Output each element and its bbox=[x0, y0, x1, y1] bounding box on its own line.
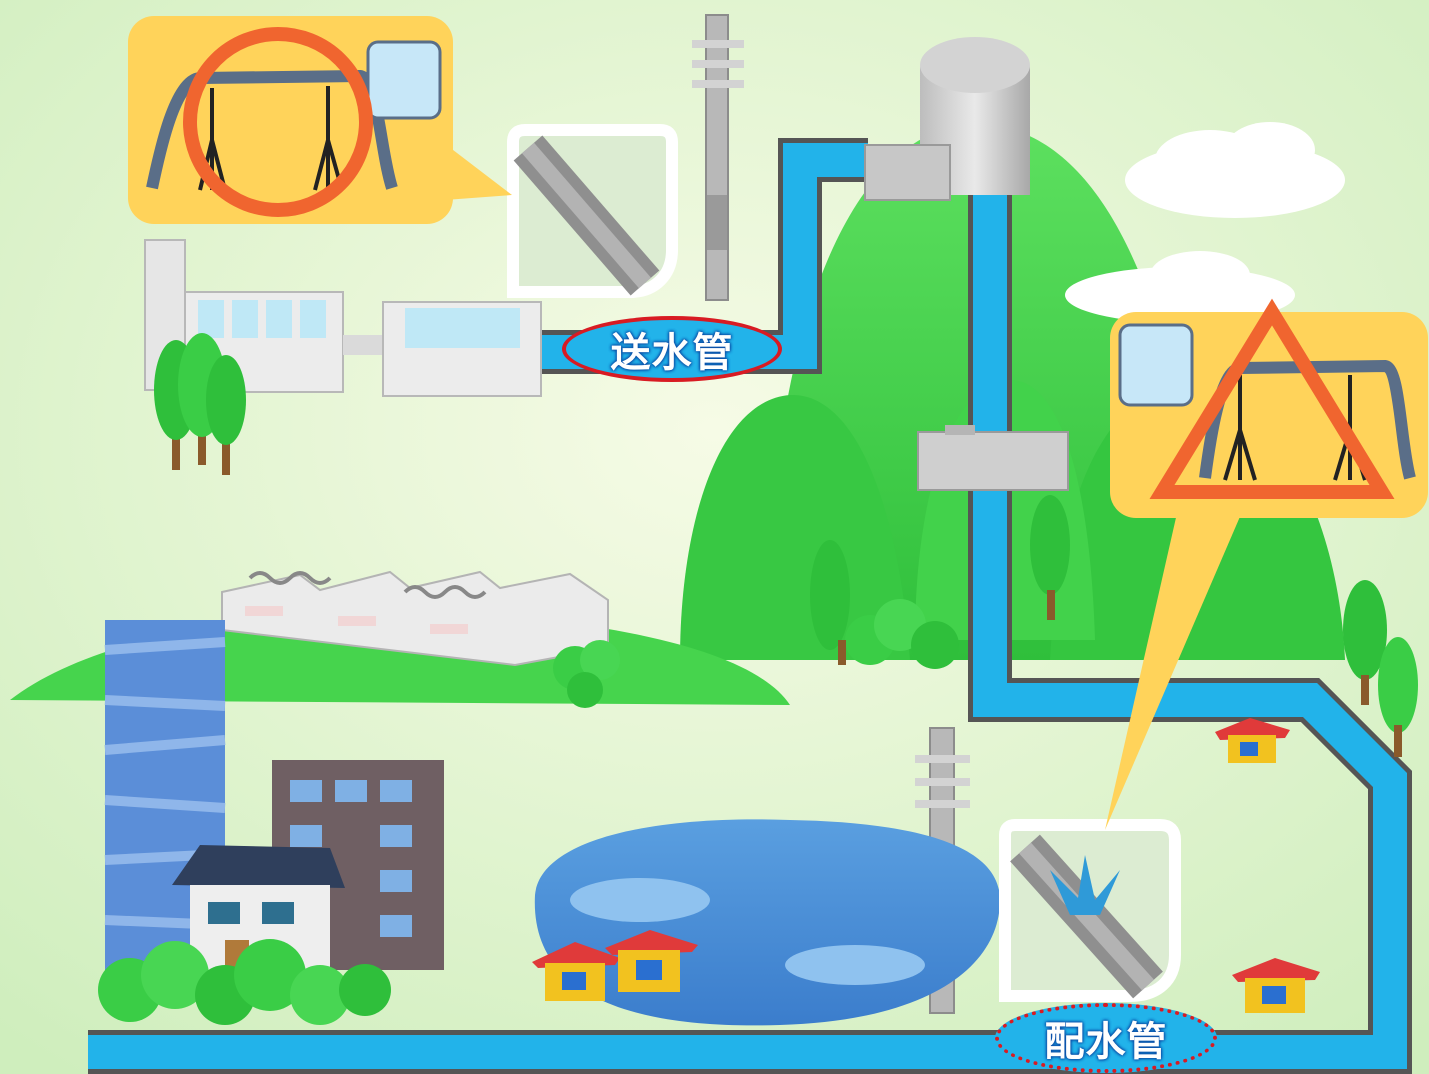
pond-highlight bbox=[570, 878, 710, 922]
valve-box bbox=[918, 425, 1068, 490]
transmission-pipe-label: 送水管 bbox=[562, 316, 782, 382]
pond-highlight-2 bbox=[785, 945, 925, 985]
distribution-pipe-label: 配水管 bbox=[995, 1003, 1217, 1073]
zoom-broken-pipe bbox=[1005, 825, 1175, 996]
zoom-intact-pipe bbox=[513, 130, 672, 292]
